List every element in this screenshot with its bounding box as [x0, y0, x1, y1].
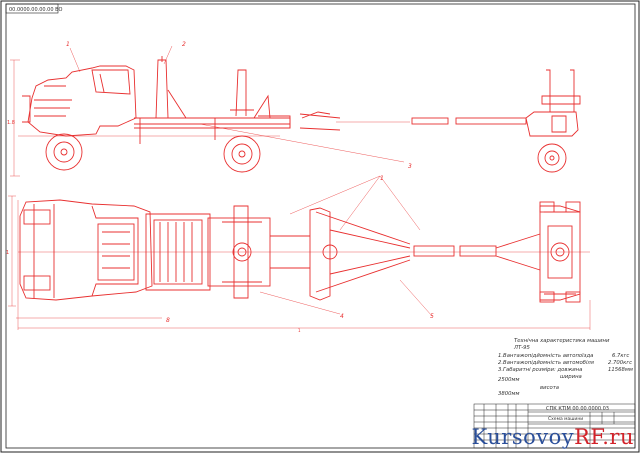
- spec-row-5-label: висота: [540, 385, 559, 391]
- spec-row-5-value: 3800мм: [498, 391, 519, 397]
- spec-row-1-label: 1.Вантажопідйомність автопоїзда: [498, 353, 593, 359]
- side-callout-3: 3: [408, 163, 412, 170]
- watermark-part3: .ru: [602, 425, 634, 449]
- spec-row-2-value: 2.700кгс: [608, 360, 632, 366]
- side-callout-2: 2: [182, 41, 186, 48]
- total-length-dim: 1: [298, 328, 301, 333]
- spec-title: Технічна характеристика машини: [514, 338, 610, 344]
- top-callout-5: 5: [430, 313, 434, 320]
- top-view-truck: [19, 199, 581, 303]
- title-doc-name: Схема машини: [548, 416, 583, 422]
- top-callout-1: 1: [380, 175, 384, 182]
- top-height-dim: 1: [6, 250, 9, 256]
- side-view-guides: [10, 45, 410, 177]
- top-length-dim: 8: [166, 317, 170, 324]
- code-box: 00.0000.00.00.00 ВО: [5, 3, 63, 14]
- spec-row-1-value: 6.7кгс: [612, 353, 629, 359]
- title-block: [473, 403, 636, 449]
- top-view-guides: [8, 175, 591, 330]
- side-height-dim: 1.8: [7, 120, 15, 126]
- top-callout-4: 4: [340, 313, 344, 320]
- spec-model: ЛТ-95: [513, 345, 530, 351]
- side-callout-1: 1: [66, 41, 70, 48]
- inner-frame: [5, 3, 636, 449]
- spec-row-3-value: 11568мм: [608, 367, 633, 373]
- spec-row-4-label: ширина: [560, 374, 582, 380]
- code-box-text: 00.0000.00.00.00 ВО: [9, 7, 63, 13]
- spec-row-4-value: 2500мм: [498, 377, 519, 383]
- side-view-truck: [22, 56, 581, 173]
- watermark-logo: KursovoyRF.ru: [472, 425, 634, 449]
- watermark-part1: Kursovoy: [471, 425, 575, 449]
- spec-row-2-label: 2.Вантажопідйомність автомобіля: [498, 360, 595, 366]
- watermark-part2: RF: [574, 425, 603, 449]
- title-doc-code: СПК КТІМ 00.00.0000.03: [546, 406, 609, 412]
- spec-block: Технічна характеристика машини ЛТ-95 1.В…: [498, 338, 633, 397]
- spec-row-3-label: 3.Габаритні розміри: довжина: [498, 367, 582, 373]
